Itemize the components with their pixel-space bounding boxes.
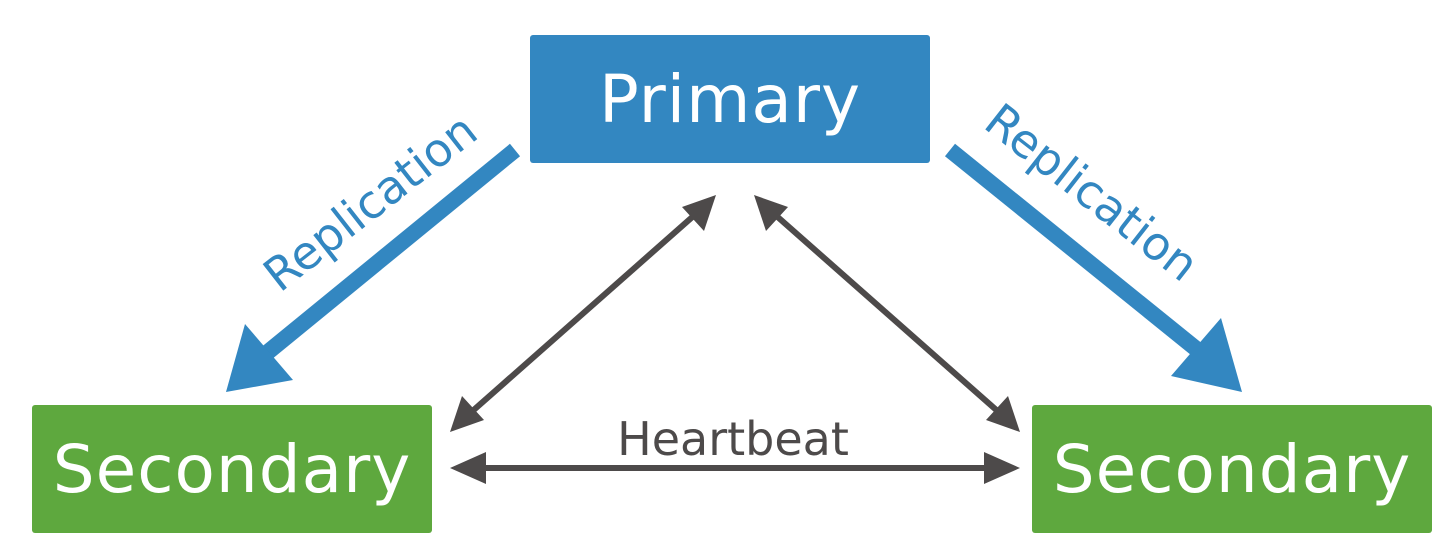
heartbeat-arrow-primary-left xyxy=(450,195,716,432)
secondary-node-right-label: Secondary xyxy=(1052,430,1412,508)
replication-arrowhead-left xyxy=(226,324,293,392)
heartbeat-arrow-bottom xyxy=(450,452,1020,484)
heartbeat-label: Heartbeat xyxy=(617,412,849,466)
primary-node: Primary xyxy=(530,35,930,163)
replication-arrow-right xyxy=(944,143,1242,392)
heartbeat-arrow-primary-right xyxy=(754,195,1020,432)
replication-arrowhead-right xyxy=(1171,318,1242,392)
secondary-node-left-label: Secondary xyxy=(52,430,412,508)
replication-arrow-left xyxy=(226,143,521,392)
secondary-node-left: Secondary xyxy=(32,405,432,533)
secondary-node-right: Secondary xyxy=(1032,405,1432,533)
primary-node-label: Primary xyxy=(598,60,862,138)
